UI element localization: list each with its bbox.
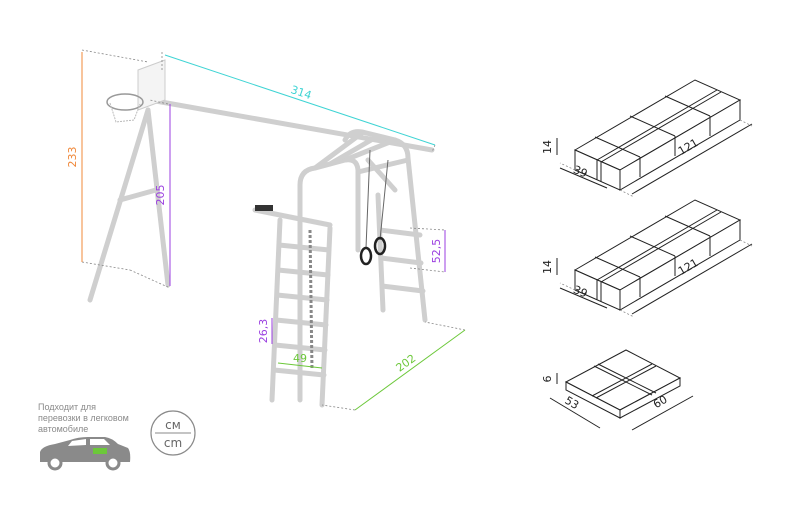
package-height: 6 [541, 376, 554, 383]
dimension-52-5: 52,5 [430, 230, 446, 272]
package-height: 14 [541, 260, 554, 274]
package-2: 14 39 121 [541, 199, 753, 318]
package-width: 39 [571, 283, 589, 300]
dimension-202: 202 [354, 329, 466, 411]
dimension-label-rung: 26,3 [257, 319, 270, 344]
dimension-205: 205 [154, 104, 171, 286]
car-icon [40, 437, 131, 471]
car-note-line: перевозки в легковом [38, 413, 129, 423]
dimension-label-height: 233 [66, 147, 79, 168]
hoop-net [109, 102, 141, 123]
package-1: 14 39 121 [541, 79, 753, 198]
dimension-label-beam-height: 205 [154, 185, 167, 206]
package-width: 53 [562, 394, 581, 412]
units-bottom: cm [164, 436, 182, 450]
dimension-label-length: 314 [289, 83, 313, 102]
package-height: 14 [541, 140, 554, 154]
dimension-233: 233 [66, 52, 83, 262]
gym-ring [359, 246, 373, 266]
dimension-49: 49 [277, 352, 323, 369]
units-badge: см cm [150, 410, 196, 456]
package-length: 60 [651, 393, 670, 411]
dimension-314: 314 [164, 54, 436, 146]
car-note-line: Подходит для [38, 402, 96, 412]
dimension-guides [81, 49, 466, 411]
ladder-rungs [271, 242, 332, 378]
basketball-hoop [106, 93, 144, 111]
playset-frame [87, 59, 435, 408]
dimension-label-ladder-width: 49 [293, 352, 307, 365]
dimension-label-rings: 52,5 [430, 239, 443, 264]
car-note: Подходит для перевозки в легковом автомо… [38, 402, 131, 471]
car-note-line: автомобиле [38, 424, 88, 434]
handle [255, 205, 273, 211]
gym-ring [373, 236, 387, 256]
units-top: см [165, 418, 181, 432]
package-3: 6 53 60 [541, 349, 694, 431]
dimension-label-depth: 202 [394, 352, 419, 375]
package-width: 39 [571, 163, 589, 180]
climbing-rope [308, 229, 314, 371]
dimension-26-3: 26,3 [257, 318, 273, 344]
